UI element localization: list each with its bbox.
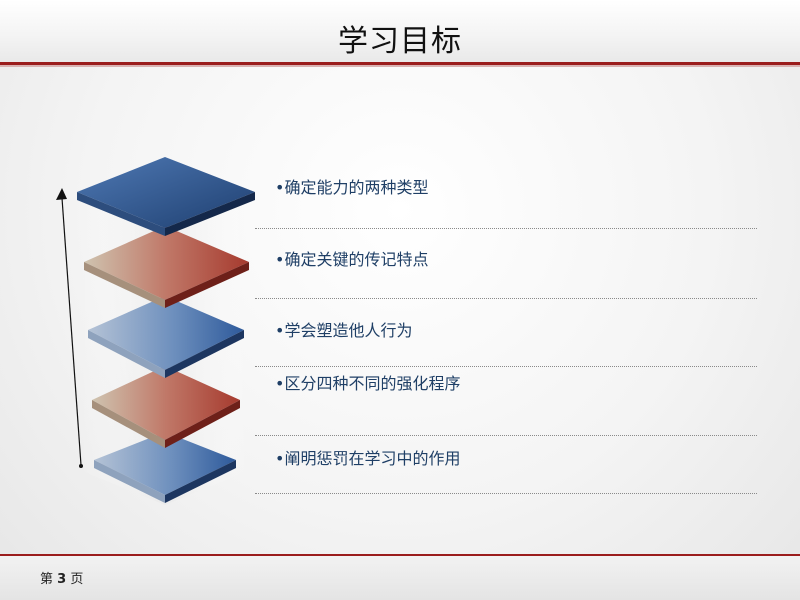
upward-arrow-icon (56, 188, 83, 468)
bottom-divider (0, 554, 800, 556)
separator-line (255, 435, 757, 436)
separator-line (255, 228, 757, 229)
objective-item-1: •确定能力的两种类型 (275, 178, 429, 197)
layer-4-red (92, 366, 240, 448)
objective-item-4: •区分四种不同的强化程序 (275, 374, 461, 393)
layer-2-red (84, 226, 249, 308)
footer-band (0, 556, 800, 600)
objective-item-3: •学会塑造他人行为 (275, 321, 413, 340)
layer-3-blue (88, 296, 244, 378)
separator-line (255, 366, 757, 367)
page-prefix: 第 (40, 572, 54, 587)
layer-5-blue (94, 432, 236, 503)
header-band (0, 0, 800, 62)
top-divider-shadow (0, 65, 800, 67)
objective-item-2: •确定关键的传记特点 (275, 250, 429, 269)
layer-1-blue (77, 157, 255, 236)
page-suffix: 页 (70, 572, 84, 587)
page-number-value: 3 (57, 572, 67, 587)
separator-line (255, 493, 757, 494)
separator-line (255, 298, 757, 299)
page-number: 第 3 页 (40, 568, 83, 587)
top-divider (0, 62, 800, 65)
objective-item-5: •阐明惩罚在学习中的作用 (275, 449, 461, 468)
page-title: 学习目标 (338, 24, 462, 59)
